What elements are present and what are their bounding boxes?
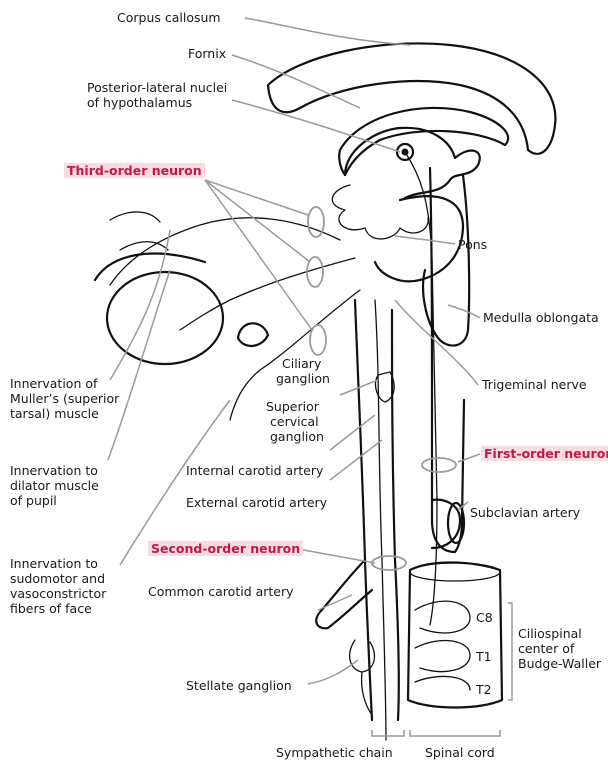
- label-third-order-neuron: Third-order neuron: [64, 163, 205, 178]
- corpus-callosum-shape: [268, 43, 555, 153]
- label-t2: T2: [476, 682, 492, 697]
- label-ciliospinal-line3: Budge-Waller: [518, 656, 601, 671]
- label-spinal-cord: Spinal cord: [425, 745, 495, 760]
- label-dilator-line1: Innervation to: [10, 463, 98, 478]
- label-second-order-neuron: Second-order neuron: [148, 541, 303, 556]
- label-stellate-ganglion: Stellate ganglion: [186, 678, 292, 693]
- label-superior-cervical-line3: ganglion: [270, 429, 324, 444]
- label-dilator-line3: of pupil: [10, 493, 57, 508]
- label-sudomotor-line2: sudomotor and: [10, 571, 105, 586]
- label-muller-line3: tarsal) muscle: [10, 406, 99, 421]
- label-muller-line2: Muller’s (superior: [10, 391, 119, 406]
- label-t1: T1: [476, 649, 492, 664]
- label-sympathetic-chain: Sympathetic chain: [276, 745, 393, 760]
- segment-t2: [415, 676, 470, 690]
- segment-t1: [415, 641, 470, 672]
- first-order-ring: [422, 458, 456, 472]
- label-hypothalamus-line2: of hypothalamus: [87, 95, 192, 110]
- label-trigeminal-nerve: Trigeminal nerve: [482, 377, 587, 392]
- eye-innervation: [110, 212, 168, 250]
- label-ciliary-ganglion-line2: ganglion: [276, 371, 330, 386]
- label-medulla-oblongata: Medulla oblongata: [483, 310, 599, 325]
- label-common-carotid-artery: Common carotid artery: [148, 584, 294, 599]
- stellate-ganglion-shape: [350, 640, 375, 672]
- thalamic-folds: [332, 185, 428, 239]
- carotid-column-left: [355, 300, 372, 720]
- common-carotid-shape: [316, 560, 372, 628]
- label-ciliospinal-line2: center of: [518, 641, 574, 656]
- segment-c8: [415, 601, 470, 633]
- third-order-ring-top: [308, 207, 324, 237]
- label-subclavian-artery: Subclavian artery: [470, 505, 580, 520]
- label-external-carotid-artery: External carotid artery: [186, 495, 327, 510]
- label-superior-cervical-line2: cervical: [270, 414, 319, 429]
- third-order-ring-low: [310, 325, 326, 355]
- sympathetic-chain: [375, 300, 386, 740]
- hypothalamus-shape: [345, 128, 480, 198]
- sympathetic-chain-bracket: [372, 730, 404, 736]
- label-ciliospinal-line1: Ciliospinal: [518, 626, 582, 641]
- label-superior-cervical-line1: Superior: [266, 399, 319, 414]
- spinal-cord-bracket: [410, 730, 500, 736]
- spinal-cord-shape: [430, 168, 464, 552]
- ciliospinal-bracket: [508, 603, 512, 700]
- label-muller-line1: Innervation of: [10, 376, 97, 391]
- label-corpus-callosum: Corpus callosum: [117, 10, 221, 25]
- third-order-ring-mid: [307, 257, 323, 287]
- carotid-column-right: [392, 310, 399, 720]
- label-ciliary-ganglion-line1: Ciliary: [282, 356, 321, 371]
- ciliary-ganglion: [238, 323, 268, 346]
- label-sudomotor-line1: Innervation to: [10, 556, 98, 571]
- second-order-ring: [372, 556, 406, 570]
- label-c8: C8: [476, 610, 493, 625]
- label-fornix: Fornix: [188, 46, 226, 61]
- label-dilator-line2: dilator muscle: [10, 478, 99, 493]
- label-first-order-neuron: First-order neuron: [481, 446, 608, 461]
- label-sudomotor-line4: fibers of face: [10, 601, 92, 616]
- label-pons: Pons: [458, 237, 487, 252]
- label-hypothalamus-line1: Posterior-lateral nuclei: [87, 80, 227, 95]
- label-internal-carotid-artery: Internal carotid artery: [186, 463, 323, 478]
- label-sudomotor-line3: vasoconstrictor: [10, 586, 106, 601]
